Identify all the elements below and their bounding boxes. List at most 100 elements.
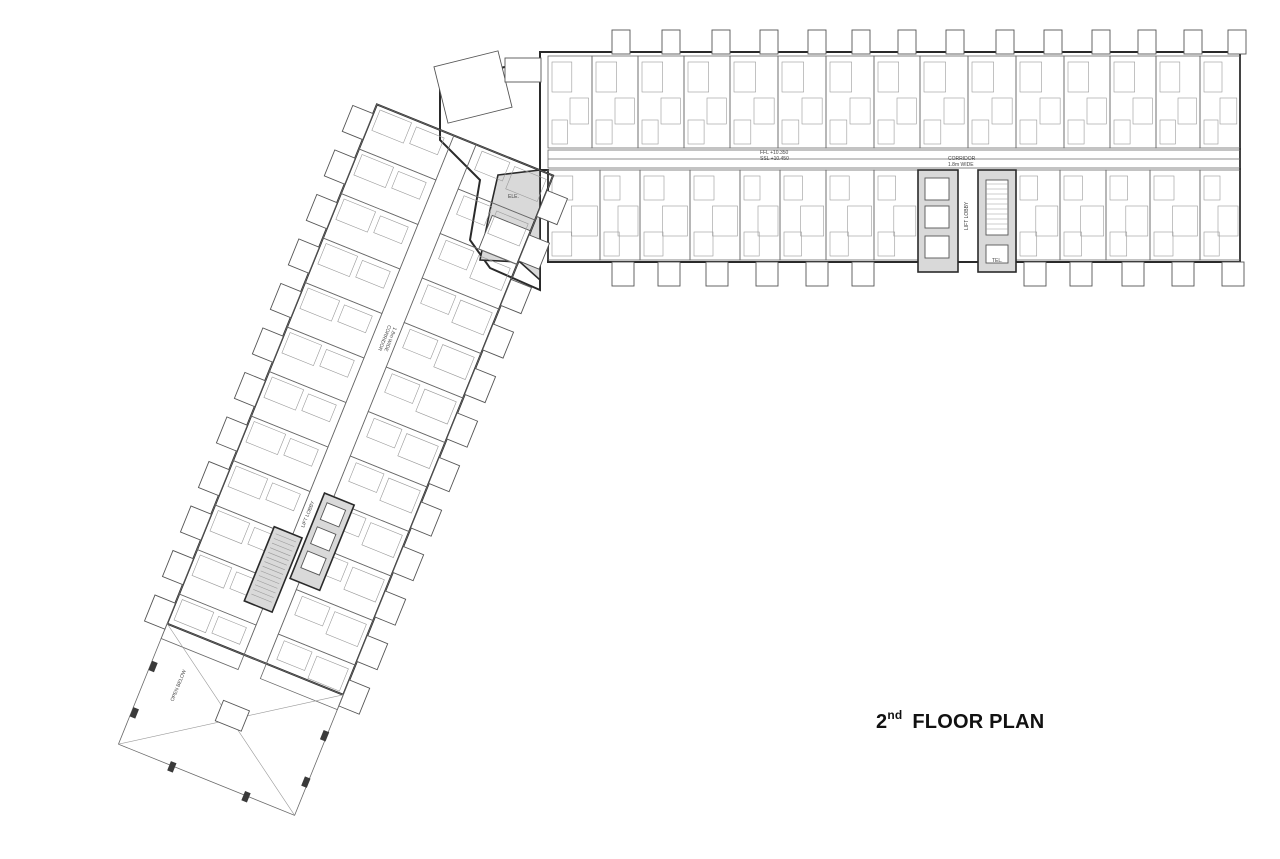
- room-bed: [209, 510, 251, 545]
- room-bath: [1063, 175, 1083, 201]
- room-bed: [641, 61, 664, 93]
- room-bed: [191, 554, 233, 589]
- balcony-south: [1121, 261, 1145, 287]
- corridor-east-label: CORRIDOR: [948, 156, 976, 162]
- balcony-north: [661, 29, 681, 55]
- unit-south: [873, 169, 919, 261]
- balcony-south: [1023, 261, 1047, 287]
- room-bath: [355, 259, 391, 289]
- unit-south: [1105, 169, 1151, 261]
- room-bath: [337, 304, 373, 334]
- balcony-east: [338, 679, 371, 715]
- balcony-south: [1069, 261, 1093, 287]
- stair-tread: [262, 565, 284, 575]
- room-bath: [595, 119, 613, 145]
- room-bed: [433, 344, 475, 380]
- room-bath: [373, 215, 409, 245]
- room-bath: [456, 195, 493, 226]
- room-bath: [276, 640, 313, 671]
- room-bath: [877, 175, 896, 201]
- room-bath: [1113, 119, 1131, 145]
- unit-north: [1199, 55, 1241, 149]
- room-bath: [1067, 119, 1085, 145]
- room-living: [660, 97, 681, 125]
- balcony-south: [1171, 261, 1195, 287]
- stair-tread: [254, 584, 276, 594]
- room-bed: [379, 477, 421, 514]
- room-kitchen: [829, 231, 849, 257]
- room-bath: [294, 595, 331, 627]
- balcony-west: [251, 327, 284, 363]
- room-bed: [281, 332, 323, 367]
- stair-tread: [268, 552, 289, 561]
- room-living: [943, 97, 965, 125]
- structural-column: [167, 761, 177, 773]
- room-bed: [733, 61, 756, 93]
- balcony-south: [851, 261, 875, 287]
- room-bath: [366, 417, 403, 449]
- room-living: [1086, 97, 1107, 125]
- room-bed: [487, 210, 529, 247]
- balcony-south: [755, 261, 779, 287]
- east-wing: CORRIDOR 1.8m WIDE LIFT LOBBY FFL +10.35…: [539, 29, 1247, 287]
- floor-plan-title: 2nd FLOOR PLAN: [876, 708, 1044, 734]
- unit-west-b: [259, 633, 356, 711]
- balcony-west: [287, 238, 320, 274]
- room-bath: [474, 150, 511, 182]
- room-kitchen: [877, 231, 896, 257]
- floor-ordinal-suffix: nd: [887, 708, 903, 722]
- room-bed: [1203, 61, 1223, 93]
- room-living: [569, 97, 589, 125]
- unit-south: [1199, 169, 1241, 261]
- room-kitchen: [1153, 231, 1174, 257]
- structural-column: [319, 730, 330, 742]
- room-bed: [617, 205, 639, 237]
- level-ssl-label: SSL +10.450: [760, 156, 789, 162]
- balcony-north: [711, 29, 731, 55]
- unit-south: [1059, 169, 1107, 261]
- structural-column: [148, 660, 158, 673]
- structural-column: [301, 776, 311, 788]
- room-bed: [1172, 205, 1198, 237]
- room-bed: [971, 61, 994, 93]
- balcony-north: [807, 29, 827, 55]
- room-bath: [1159, 119, 1176, 145]
- structural-column: [129, 707, 139, 719]
- balcony-east: [464, 367, 497, 404]
- room-bath: [641, 119, 659, 145]
- room-bath: [283, 437, 319, 467]
- level-ffl-label: FFL +10.350: [760, 150, 789, 156]
- unit-south: [779, 169, 827, 261]
- room-kitchen: [743, 231, 760, 257]
- room-bath: [643, 175, 665, 201]
- room-living: [1177, 97, 1197, 125]
- room-bed: [415, 388, 457, 425]
- balcony-south: [805, 261, 829, 287]
- room-bed: [1125, 205, 1149, 237]
- room-bed: [757, 205, 779, 237]
- stair-tread: [256, 579, 278, 589]
- room-living: [614, 97, 635, 125]
- balcony-east: [410, 501, 443, 537]
- room-kitchen: [643, 231, 664, 257]
- room-bath: [733, 119, 752, 145]
- room-bath: [1153, 175, 1175, 201]
- room-living: [1039, 97, 1061, 125]
- floor-plan-text: FLOOR PLAN: [912, 711, 1045, 733]
- room-bath: [603, 175, 621, 201]
- room-bed: [800, 205, 825, 237]
- unit-south: [825, 169, 875, 261]
- room-bed: [687, 61, 710, 93]
- stair-tread: [273, 538, 295, 547]
- balcony-west: [269, 282, 302, 319]
- room-kitchen: [1019, 231, 1038, 257]
- balcony-south: [705, 261, 729, 287]
- room-bath: [693, 175, 715, 201]
- balcony-east: [500, 278, 533, 315]
- stair-tread: [251, 593, 272, 603]
- room-bed: [317, 243, 359, 278]
- room-bath: [783, 175, 803, 201]
- floor-ordinal: 2: [876, 711, 888, 733]
- open-below-label: OPEN BELOW: [170, 669, 188, 703]
